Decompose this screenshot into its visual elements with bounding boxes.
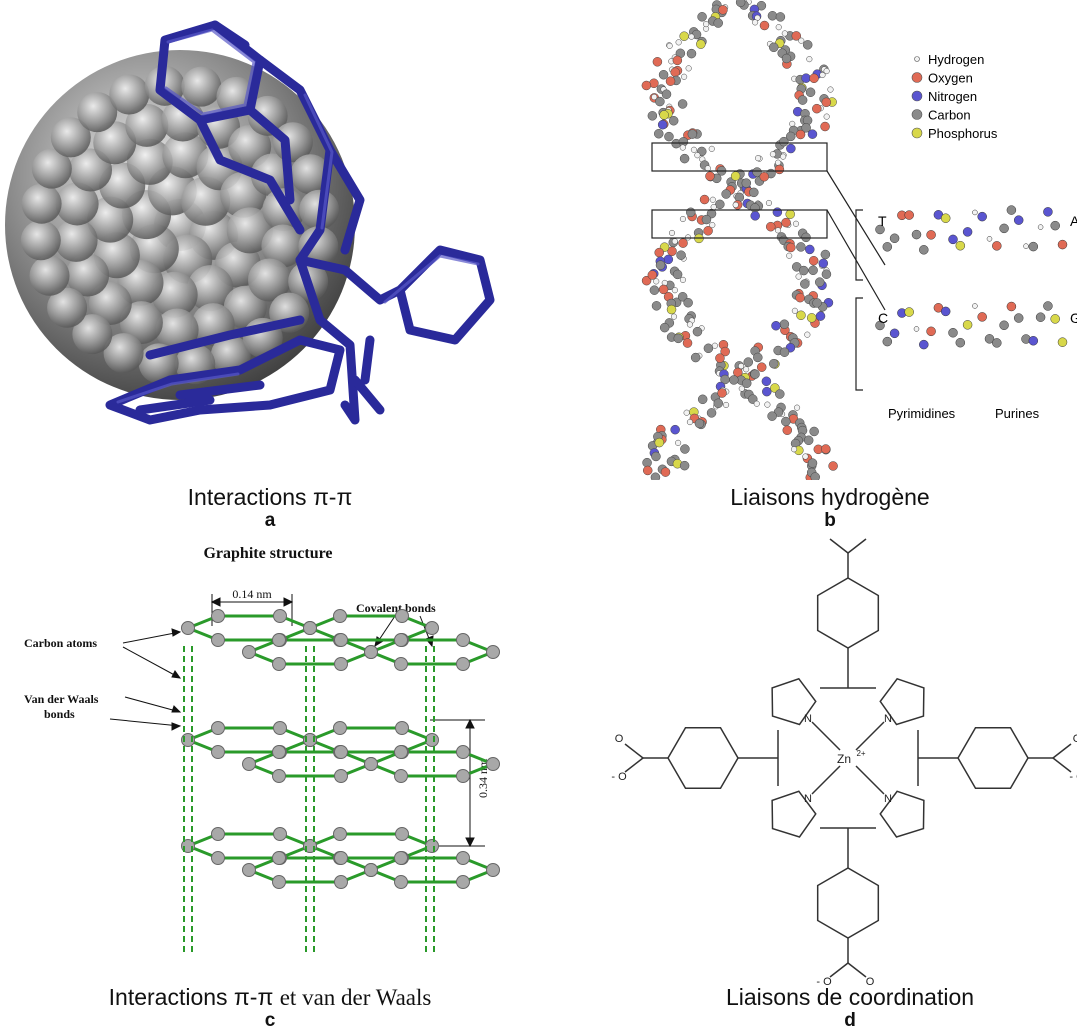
- panel-a: [0, 0, 530, 480]
- porphyrin-molecule: [105, 20, 495, 425]
- legend-swatch-carbon: [911, 109, 923, 120]
- dna-helix-atoms: [641, 0, 838, 483]
- caption-c-suffix: et van der Waals: [279, 985, 432, 1010]
- pair-label-a: A: [1070, 213, 1077, 229]
- legend-swatch-hydrogen: [914, 56, 920, 62]
- pair-label-t: T: [878, 213, 887, 229]
- panel-letter-a: a: [264, 510, 276, 531]
- svg-text:2+: 2+: [856, 749, 865, 758]
- svg-text:- O: - O: [816, 976, 832, 986]
- legend-swatch-phosphorus: [911, 127, 923, 139]
- svg-text:Zn: Zn: [837, 752, 851, 766]
- legend-label-carbon: Carbon: [928, 108, 971, 123]
- legend-swatch-oxygen: [911, 72, 923, 83]
- pyrimidines-label: Pyrimidines: [888, 406, 956, 421]
- panel-letter-d: d: [844, 1010, 856, 1031]
- legend-label-hydrogen: Hydrogen: [928, 52, 984, 67]
- caption-b: Liaisons hydrogène: [730, 484, 930, 510]
- graphite-layers: [181, 609, 500, 956]
- caption-c-prefix: Interactions π-π: [108, 984, 274, 1010]
- caption-a: Interactions π-π: [187, 484, 353, 510]
- svg-text:N: N: [804, 793, 812, 805]
- graphite-structure-figure: Graphite structure 0.14 nm 0.34 nm Coval…: [24, 545, 500, 956]
- svg-text:- O: - O: [611, 771, 627, 783]
- svg-text:N: N: [884, 793, 892, 805]
- purines-label: Purines: [995, 406, 1040, 421]
- pair-label-c: C: [878, 310, 888, 326]
- base-pair-detail: [875, 205, 1068, 350]
- vdw-label-line1: Van der Waals: [24, 692, 99, 706]
- panel-c: Graphite structure 0.14 nm 0.34 nm Coval…: [0, 536, 540, 986]
- legend-label-phosphorus: Phosphorus: [928, 126, 998, 141]
- carbon-atoms-label: Carbon atoms: [24, 636, 97, 650]
- svg-text:O: O: [615, 733, 624, 745]
- legend-label-nitrogen: Nitrogen: [928, 89, 977, 104]
- svg-text:O: O: [1073, 733, 1077, 745]
- caption-c: Interactions π-π et van der Waals: [30, 984, 510, 1011]
- fullerene-surface: [20, 65, 340, 385]
- legend-swatch-nitrogen: [911, 90, 923, 102]
- panel-letter-c: c: [264, 1010, 276, 1031]
- panel-letter-b: b: [824, 510, 836, 531]
- legend-label-oxygen: Oxygen: [928, 71, 973, 86]
- zoom-brackets: [651, 142, 886, 391]
- porphyrin-skeleton: [624, 538, 1072, 978]
- svg-text:O: O: [866, 976, 875, 986]
- graphite-title: Graphite structure: [203, 545, 332, 562]
- pi-stacking-figure: [5, 20, 495, 425]
- svg-text:- O: - O: [1069, 771, 1077, 783]
- vdw-label-line2: bonds: [44, 707, 75, 721]
- caption-d: Liaisons de coordination: [725, 984, 975, 1010]
- pair-label-g: G: [1070, 310, 1077, 326]
- width-label: 0.14 nm: [232, 587, 272, 601]
- svg-text:N: N: [884, 713, 892, 725]
- svg-text:N: N: [804, 713, 812, 725]
- covalent-bonds-label: Covalent bonds: [356, 601, 436, 615]
